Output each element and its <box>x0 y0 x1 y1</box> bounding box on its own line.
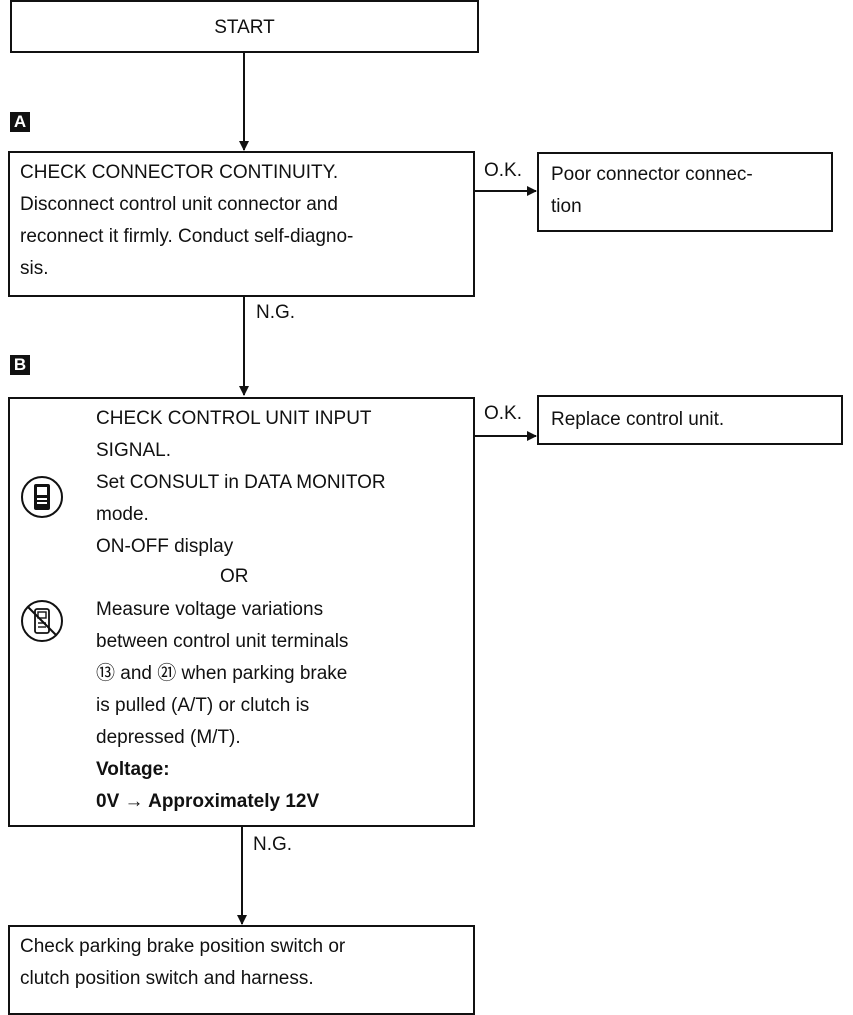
start-label: START <box>214 17 275 38</box>
step-b-ng-label: N.G. <box>253 834 293 855</box>
step-a-line-4: sis. <box>20 258 49 279</box>
final-line-1: Check parking brake position switch or <box>20 936 346 957</box>
step-b-measure-line-5: depressed (M/T). <box>96 727 241 748</box>
step-b-voltage-value: 0V → Approximately 12V <box>96 791 320 812</box>
final-line-2: clutch position switch and harness. <box>20 968 314 989</box>
step-a-ok-label: O.K. <box>484 160 523 181</box>
step-b-measure-line-1: Measure voltage variations <box>96 599 324 620</box>
step-b-consult-line-4: mode. <box>96 504 149 525</box>
step-a-line-1: CHECK CONNECTOR CONTINUITY. <box>20 162 339 183</box>
or-label: OR <box>216 563 253 591</box>
start-box: START <box>10 0 479 53</box>
no-consult-tester-icon <box>21 600 63 642</box>
step-a-ok-result-line-2: tion <box>551 196 582 217</box>
step-a-box: CHECK CONNECTOR CONTINUITY. Disconnect c… <box>8 151 475 297</box>
step-a-tag: A <box>10 112 30 132</box>
step-b-box: CHECK CONTROL UNIT INPUT SIGNAL. Set CON… <box>8 397 475 827</box>
step-b-consult-line-2: SIGNAL. <box>96 440 171 461</box>
step-b-ok-label: O.K. <box>484 403 523 424</box>
step-b-consult-line-5: ON-OFF display <box>96 536 234 557</box>
step-b-consult-line-1: CHECK CONTROL UNIT INPUT <box>96 408 372 429</box>
consult-tester-icon <box>21 476 63 518</box>
step-b-consult-line-3: Set CONSULT in DATA MONITOR <box>96 472 386 493</box>
step-b-measure-line-3: ⑬ and ㉑ when parking brake <box>96 663 348 684</box>
step-a-ok-result-line-1: Poor connector connec- <box>551 164 753 185</box>
step-a-ok-result-box: Poor connector connec- tion <box>537 152 833 232</box>
final-box: Check parking brake position switch or c… <box>8 925 475 1015</box>
step-b-tag: B <box>10 355 30 375</box>
step-b-measure-line-4: is pulled (A/T) or clutch is <box>96 695 310 716</box>
step-a-ng-label: N.G. <box>256 302 296 323</box>
step-a-line-3: reconnect it firmly. Conduct self-diagno… <box>20 226 354 247</box>
step-b-voltage-label: Voltage: <box>96 759 170 780</box>
step-b-ok-result-box: Replace control unit. <box>537 395 843 445</box>
step-b-measure-line-2: between control unit terminals <box>96 631 349 652</box>
step-b-ok-result: Replace control unit. <box>551 409 725 430</box>
step-a-line-2: Disconnect control unit connector and <box>20 194 338 215</box>
